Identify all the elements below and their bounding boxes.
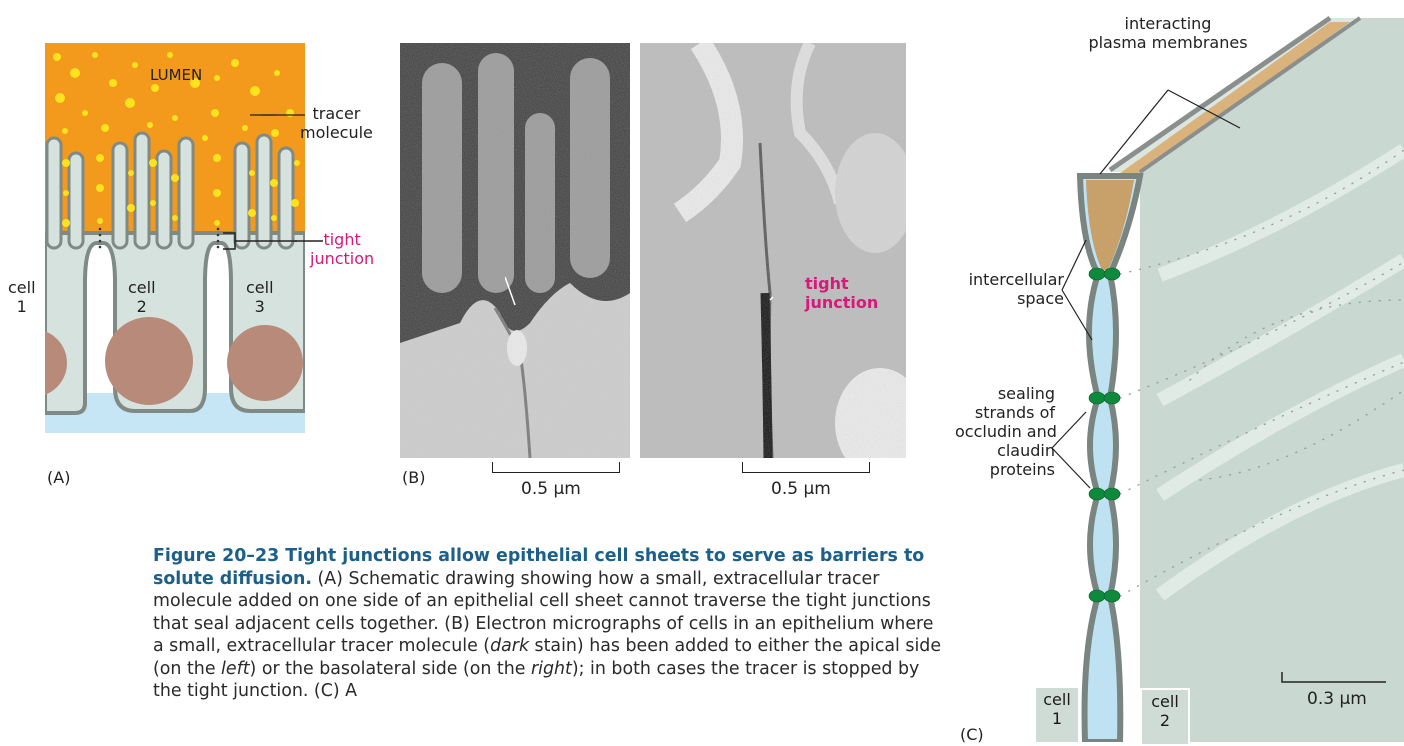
tight-junction-label-a: tight junction [310,230,374,268]
micrograph-left [400,43,630,458]
caption-text-3: ) or the basolateral side (on the [250,659,531,679]
panel-a-diagram [45,43,305,433]
micrograph-right [640,43,906,458]
interacting-membranes-label: interacting plasma membranes [1068,14,1268,52]
caption-right: right [531,659,572,679]
sealing-strands-label: sealing strands of occludin and claudin … [955,384,1055,479]
lumen-label: LUMEN [150,66,202,85]
cell-2-label-a: cell 2 [128,278,156,316]
panel-c-label: (C) [960,725,984,744]
panel-b-label: (B) [402,468,425,487]
scale-b-left-label: 0.5 µm [521,480,581,499]
figure-caption: Figure 20–23 Tight junctions allow epith… [153,545,943,742]
scale-c-label: 0.3 µm [1307,690,1367,709]
cell-2-label-c: cell 2 [1140,688,1190,746]
tight-junction-label-b: tight junction [805,274,878,312]
scale-b-right-label: 0.5 µm [771,480,831,499]
tracer-molecule-label: tracer molecule [300,104,373,142]
tight-junction-pointer-b [505,275,775,325]
panel-a-label: (A) [47,468,70,487]
intercellular-space-label: intercellular space [948,270,1064,308]
panel-c-diagram [1030,0,1404,742]
caption-dark: dark [490,636,529,656]
cell-1-label-c: cell 1 [1036,688,1078,742]
scale-bar-b-left [492,462,620,473]
caption-left: left [221,659,249,679]
cell-3-label-a: cell 3 [246,278,274,316]
cell-1-label-a: cell 1 [8,278,36,316]
scale-bar-b-right [742,462,870,473]
